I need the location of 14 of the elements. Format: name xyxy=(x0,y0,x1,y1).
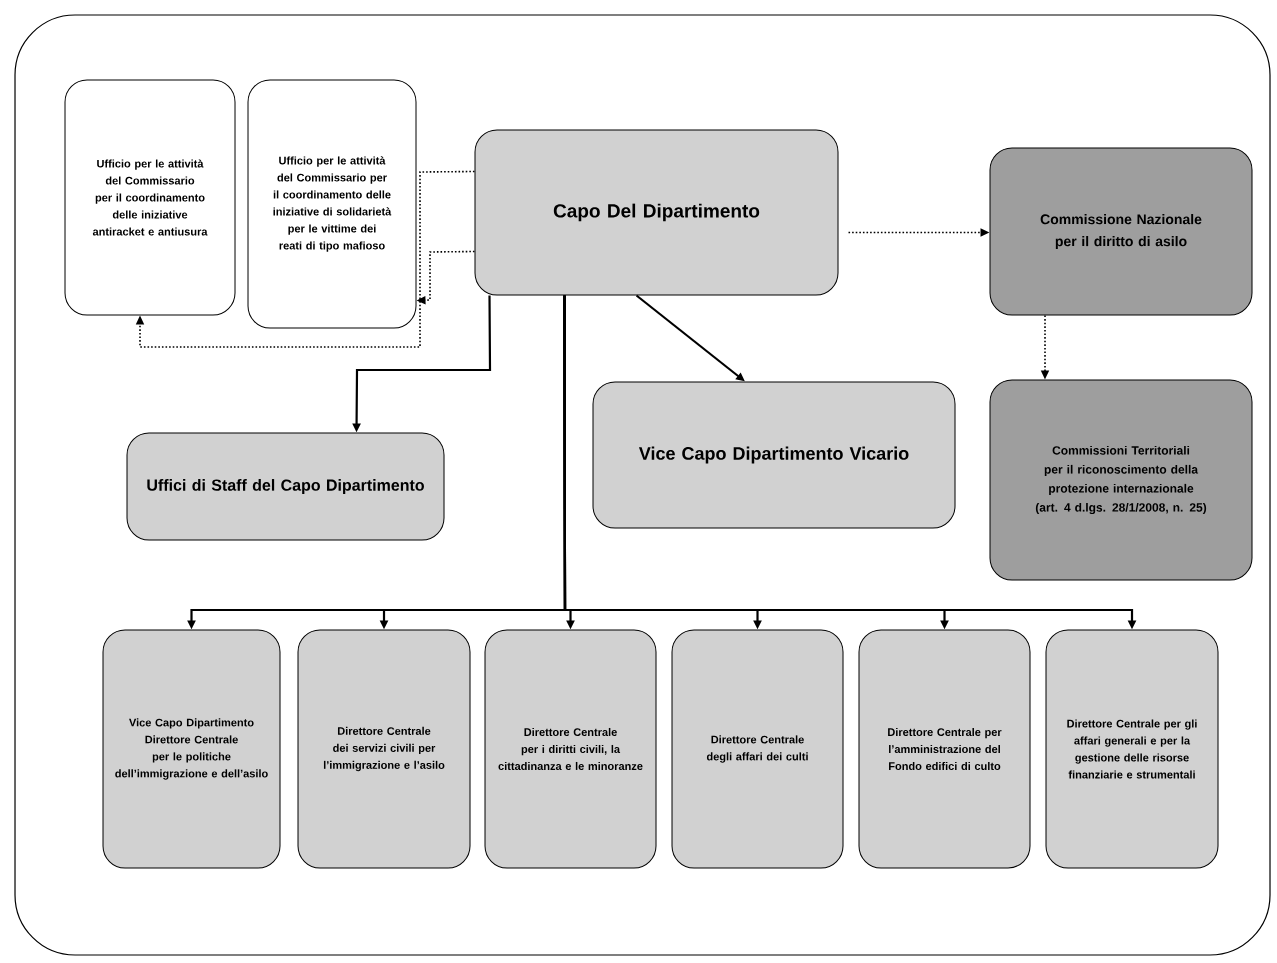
role-box: Capo Del Dipartimento xyxy=(474,129,839,296)
arrow xyxy=(135,170,476,348)
office-box: Ufficio per le attività del Commissario per il coordinamento delle iniziative antiracket e antiusura xyxy=(64,79,236,316)
commission-box: Commissioni Territoriali per il riconoscimento della protezione internazionale (art. 4 d.lgs. 28/1/2008, n. 25) xyxy=(989,379,1253,581)
role-box: Direttore Centrale degli affari dei culti xyxy=(671,629,844,869)
role-box: Direttore Centrale dei servizi civili per l’immigrazione e l’asilo xyxy=(297,629,471,869)
role-box: Direttore Centrale per i diritti civili, la cittadinanza e le minoranze xyxy=(484,629,657,869)
role-box: Vice Capo Dipartimento Vicario xyxy=(592,381,956,529)
role-box: Uffici di Staff del Capo Dipartimento xyxy=(126,432,445,541)
role-box: Vice Capo Dipartimento Direttore Centrale per le politiche dell’immigrazione e dell’asilo xyxy=(102,629,281,869)
office-box: Ufficio per le attività del Commissario per il coordinamento delle iniziative di solidarietà per le vittime dei reati di tipo mafioso xyxy=(247,79,417,329)
role-box: Direttore Centrale per gli affari generali e per la gestione delle risorse finanziarie e strumentali xyxy=(1045,629,1219,869)
commission-box: Commissione Nazionale per il diritto di asilo xyxy=(989,147,1253,316)
role-box: Direttore Centrale per l’amministrazione del Fondo edifici di culto xyxy=(858,629,1031,869)
